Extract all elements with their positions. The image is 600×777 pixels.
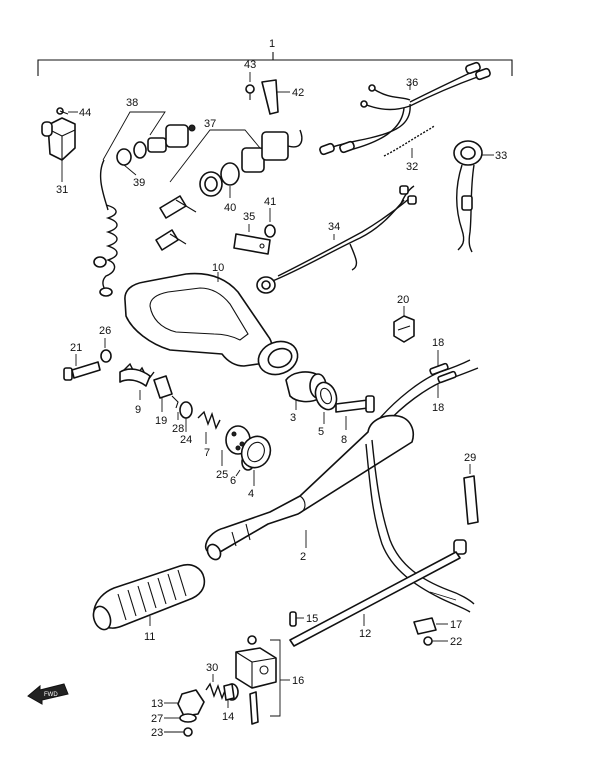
part-24-washer: 24 xyxy=(179,401,193,446)
part-23-screw: 23 xyxy=(151,727,193,739)
callout-18-bottom: 18 xyxy=(432,402,444,414)
part-14-screw: 14 xyxy=(222,683,235,723)
callout-40: 40 xyxy=(224,202,236,214)
callout-38: 38 xyxy=(126,97,138,109)
part-9-spring: 9 xyxy=(119,362,155,416)
callout-34: 34 xyxy=(328,221,340,233)
part-13-nut: 13 xyxy=(151,689,205,717)
callout-3: 3 xyxy=(290,412,296,424)
part-19-cap: 19 xyxy=(153,375,173,427)
callout-15: 15 xyxy=(306,613,318,625)
part-12-cable: 12 xyxy=(289,439,475,647)
callout-29: 29 xyxy=(464,452,476,464)
callout-20: 20 xyxy=(397,294,409,306)
part-7-spring: 7 xyxy=(197,410,221,459)
part-20-block: 20 xyxy=(393,294,415,343)
part-8-bolt: 8 xyxy=(335,395,375,446)
callout-17: 17 xyxy=(450,619,462,631)
callout-11: 11 xyxy=(144,631,155,643)
part-37-main-switch: 37 40 xyxy=(155,118,303,251)
assembly-bracket: 1 xyxy=(37,38,513,76)
part-35-plate: 35 xyxy=(233,211,271,255)
callout-5: 5 xyxy=(318,426,324,438)
callout-21: 21 xyxy=(70,342,82,354)
callout-33: 33 xyxy=(495,150,507,162)
callout-26: 26 xyxy=(99,325,111,337)
callout-44: 44 xyxy=(79,107,91,119)
callout-36: 36 xyxy=(406,77,418,89)
part-16-adjuster: 16 xyxy=(235,635,304,725)
fwd-label: FWD xyxy=(44,692,58,698)
part-28-pin: 28 xyxy=(171,395,184,435)
part-41-screw: 41 xyxy=(264,196,276,238)
part-33-switch: 33 xyxy=(453,140,507,253)
part-2-tiller-tube: 2 xyxy=(204,414,414,563)
assembly-callout: 1 xyxy=(269,38,275,50)
part-15-pin: 15 xyxy=(289,611,318,627)
callout-18-top: 18 xyxy=(432,337,444,349)
callout-42: 42 xyxy=(292,87,304,99)
part-10-handle-bracket: 10 xyxy=(124,262,299,376)
part-42-bracket: 42 xyxy=(261,79,304,115)
callout-41: 41 xyxy=(264,196,276,208)
callout-28: 28 xyxy=(172,423,184,435)
callout-22: 22 xyxy=(450,636,462,648)
callout-10: 10 xyxy=(212,262,224,274)
callout-8: 8 xyxy=(341,434,347,446)
part-5-washer: 5 xyxy=(314,381,338,438)
part-11-grip: 11 xyxy=(92,563,206,643)
callout-4: 4 xyxy=(248,488,254,500)
callout-14: 14 xyxy=(222,711,234,723)
callout-27: 27 xyxy=(151,713,163,725)
part-18-cables: 18 18 xyxy=(379,337,479,425)
part-4-ring: 4 xyxy=(240,435,272,500)
callout-6: 6 xyxy=(230,475,236,487)
callout-31: 31 xyxy=(56,184,68,196)
callout-16: 16 xyxy=(292,675,304,687)
callout-35: 35 xyxy=(243,211,255,223)
part-43-screw: 43 xyxy=(244,59,256,100)
part-27-washer: 27 xyxy=(151,713,197,725)
callout-19: 19 xyxy=(155,415,167,427)
part-36-harness: 36 xyxy=(319,61,491,156)
callout-23: 23 xyxy=(151,727,163,739)
part-29-clip: 29 xyxy=(463,452,479,525)
callout-24: 24 xyxy=(180,434,192,446)
callout-37: 37 xyxy=(204,118,216,130)
callout-2: 2 xyxy=(300,551,306,563)
part-26-washer: 26 xyxy=(99,325,112,363)
callout-12: 12 xyxy=(359,628,371,640)
part-22-screw: 22 xyxy=(423,636,462,648)
callout-13: 13 xyxy=(151,698,163,710)
callout-39: 39 xyxy=(133,177,145,189)
fwd-arrow-icon: FWD xyxy=(27,683,69,705)
part-44-screw: 44 xyxy=(56,107,91,119)
callout-30: 30 xyxy=(206,662,218,674)
callout-32: 32 xyxy=(406,161,418,173)
part-31-clip: 31 xyxy=(41,117,76,196)
part-17-bracket: 17 xyxy=(413,617,462,635)
part-38-stop-switch: 38 39 xyxy=(93,97,196,297)
part-34-harness: 34 xyxy=(256,185,417,294)
callout-9: 9 xyxy=(135,404,141,416)
callout-25: 25 xyxy=(216,469,228,481)
callout-43: 43 xyxy=(244,59,256,71)
part-21-bolt: 21 xyxy=(63,342,101,381)
part-32-spiral-tube: 32 xyxy=(383,125,435,173)
callout-7: 7 xyxy=(204,447,210,459)
